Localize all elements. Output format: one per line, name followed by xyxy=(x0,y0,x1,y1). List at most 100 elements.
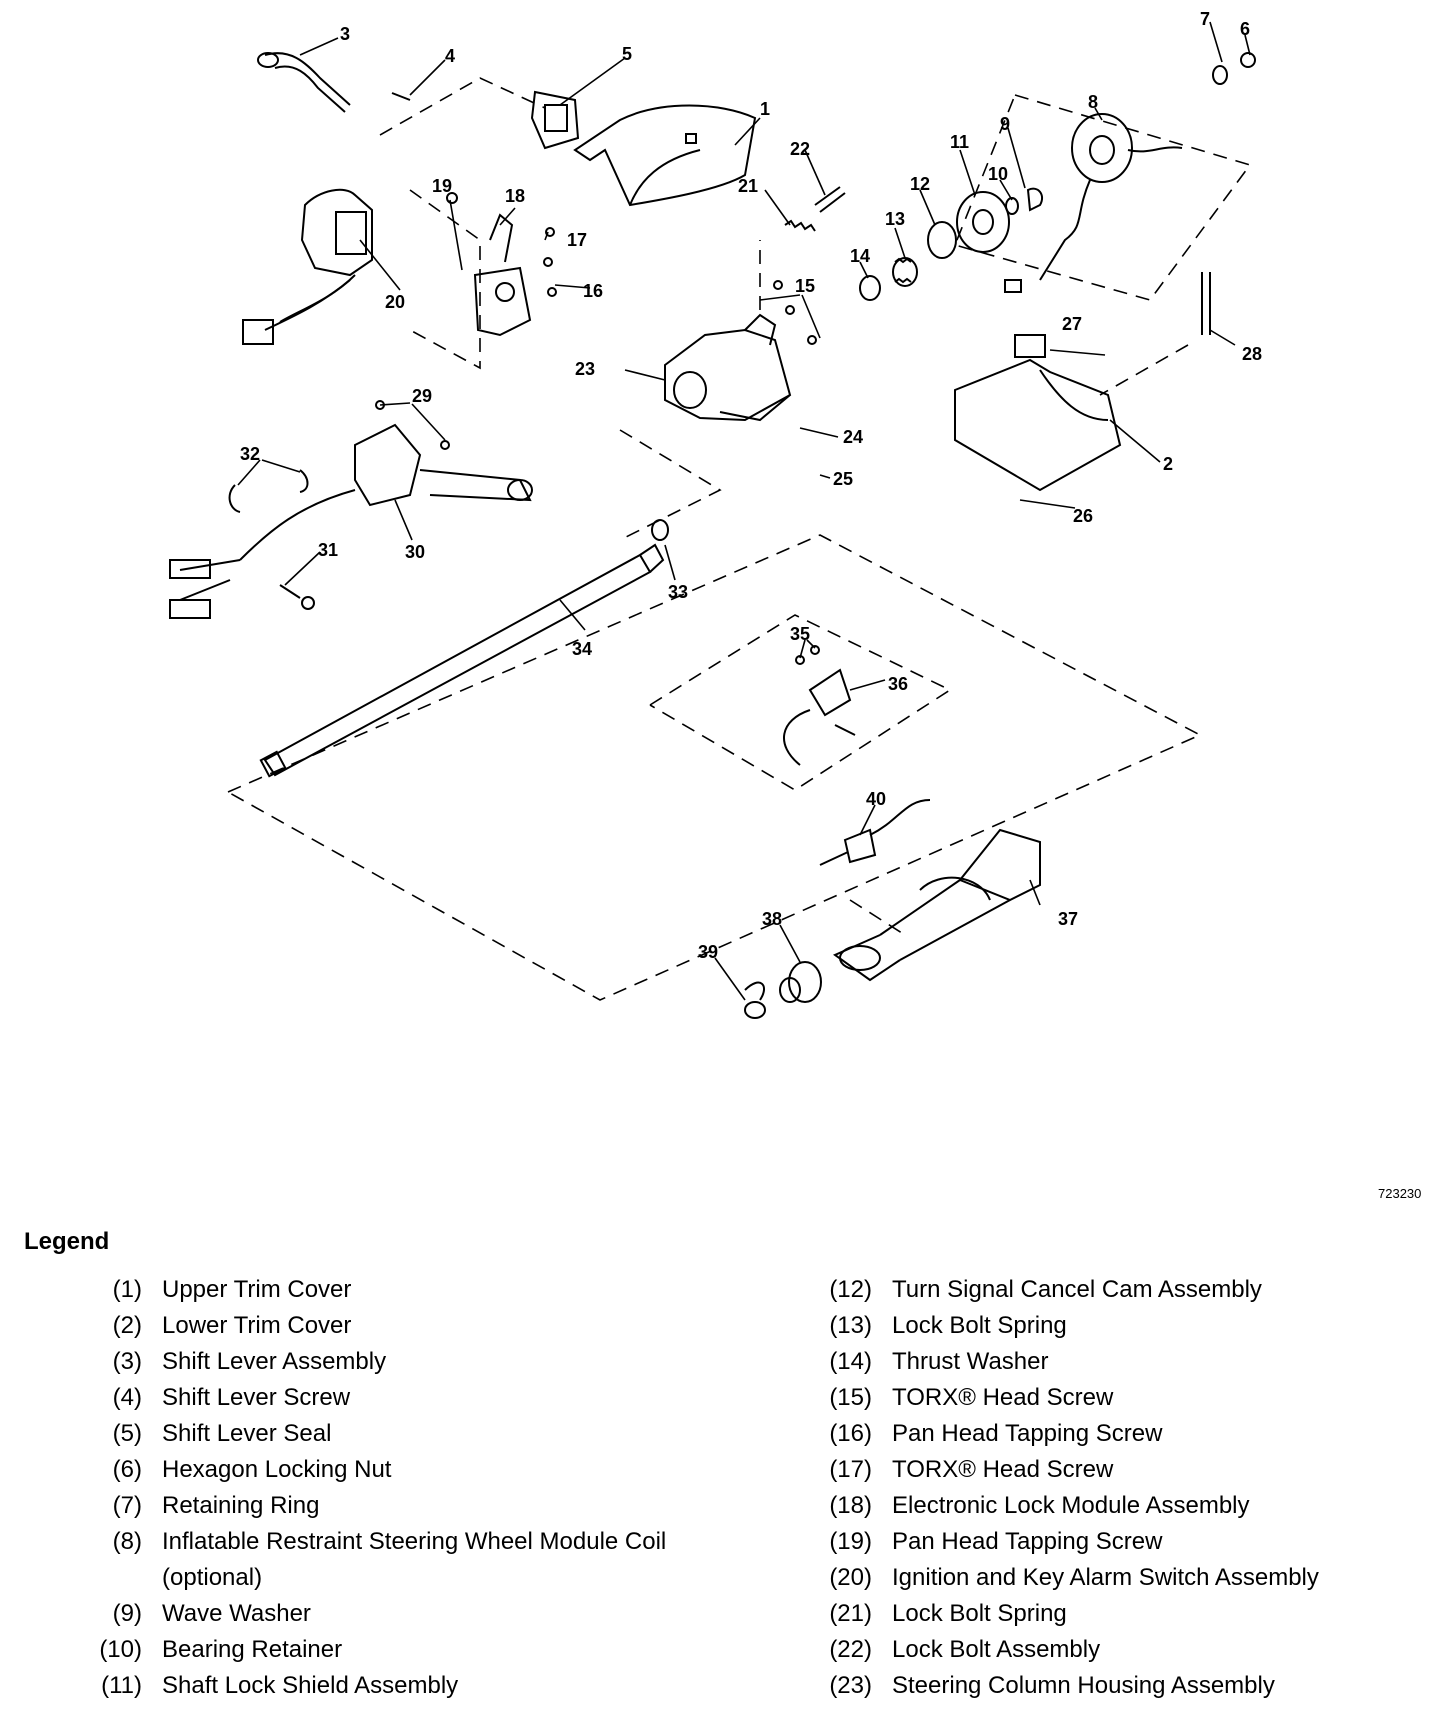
legend-item: (20) Ignition and Key Alarm Switch Assemb… xyxy=(790,1560,1450,1596)
callout-22: 22 xyxy=(790,139,810,159)
callout-32: 32 xyxy=(240,444,260,464)
legend-item-number: (14) xyxy=(829,1348,872,1375)
callout-6: 6 xyxy=(1240,19,1250,39)
legend-item-text: Pan Head Tapping Screw xyxy=(892,1420,1163,1447)
legend-item: (8) Inflatable Restraint Steering Wheel M… xyxy=(60,1524,700,1596)
callout-9: 9 xyxy=(1000,114,1010,134)
legend-item-text: Steering Column Housing Assembly xyxy=(892,1672,1275,1699)
legend-item-number: (7) xyxy=(112,1492,142,1519)
callout-25: 25 xyxy=(833,469,853,489)
legend-item: (13) Lock Bolt Spring xyxy=(790,1308,1450,1344)
legend-item-number: (9) xyxy=(112,1600,142,1627)
shift-lever-assembly xyxy=(257,52,411,113)
callout-34: 34 xyxy=(572,639,592,659)
callout-16: 16 xyxy=(583,281,603,301)
figure-code: 723230 xyxy=(1378,1186,1422,1201)
callout-26: 26 xyxy=(1073,506,1093,526)
legend-item-text: Inflatable Restraint Steering Wheel Modu… xyxy=(162,1528,667,1591)
legend-item-text: TORX® Head Screw xyxy=(892,1384,1114,1411)
exploded-view-diagram: 1 2 3 4 5 6 7 8 9 10 11 12 13 14 15 16 1… xyxy=(169,9,1262,1019)
callout-4: 4 xyxy=(445,46,455,66)
legend-item-number: (19) xyxy=(829,1528,872,1555)
legend-item-number: (16) xyxy=(829,1420,872,1447)
callout-30: 30 xyxy=(405,542,425,562)
callout-24: 24 xyxy=(843,427,863,447)
callout-29: 29 xyxy=(412,386,432,406)
legend-item-number: (4) xyxy=(112,1384,142,1411)
legend-item-text: Ignition and Key Alarm Switch Assembly xyxy=(892,1564,1319,1591)
legend-right-column: (12) Turn Signal Cancel Cam Assembly (13)… xyxy=(790,1272,1450,1704)
assembly-dashed-lines xyxy=(227,77,1252,1001)
legend-item-text: Shift Lever Screw xyxy=(162,1384,351,1411)
ignition-key-alarm-switch xyxy=(242,188,373,345)
callout-5: 5 xyxy=(622,44,632,64)
callout-35: 35 xyxy=(790,624,810,644)
legend-item-number: (2) xyxy=(112,1312,142,1339)
legend-item-text: Bearing Retainer xyxy=(162,1636,343,1663)
legend-item-number: (6) xyxy=(112,1456,142,1483)
legend-item: (6)Hexagon Locking Nut xyxy=(60,1452,700,1488)
callout-36: 36 xyxy=(888,674,908,694)
legend-item-text: Turn Signal Cancel Cam Assembly xyxy=(892,1276,1262,1303)
callout-33: 33 xyxy=(668,582,688,602)
legend-item-text: Shift Lever Seal xyxy=(162,1420,332,1447)
callout-17: 17 xyxy=(567,230,587,250)
legend-item: (1) Upper Trim Cover xyxy=(60,1272,700,1308)
callout-31: 31 xyxy=(318,540,338,560)
callout-10: 10 xyxy=(988,164,1008,184)
callout-37: 37 xyxy=(1058,909,1078,929)
legend-item: (22)Lock Bolt Assembly xyxy=(790,1632,1450,1668)
legend-item: (12) Turn Signal Cancel Cam Assembly xyxy=(790,1272,1450,1308)
legend-item: (9)Wave Washer xyxy=(60,1596,700,1632)
callout-leaders xyxy=(237,21,1251,1001)
legend-item-text: Retaining Ring xyxy=(162,1492,320,1519)
callout-18: 18 xyxy=(505,186,525,206)
legend-item-text: Upper Trim Cover xyxy=(162,1276,352,1303)
legend-item-number: (3) xyxy=(112,1348,142,1375)
callout-14: 14 xyxy=(850,246,870,266)
legend-item-text: Lock Bolt Spring xyxy=(892,1600,1067,1627)
callout-7: 7 xyxy=(1200,9,1210,29)
legend-item-text: Lock Bolt Assembly xyxy=(892,1636,1101,1663)
legend-item: (3) Shift Lever Assembly xyxy=(60,1344,700,1380)
upper-trim-cover xyxy=(573,104,757,207)
legend-item: (18) Electronic Lock Module Assembly xyxy=(790,1488,1450,1524)
callout-19: 19 xyxy=(432,176,452,196)
legend-item: (11)Shaft Lock Shield Assembly xyxy=(60,1668,700,1704)
callout-27: 27 xyxy=(1062,314,1082,334)
legend-item-text: Thrust Washer xyxy=(892,1348,1049,1375)
legend-item-number: (1) xyxy=(112,1276,142,1303)
legend-item-text: Shift Lever Assembly xyxy=(162,1348,387,1375)
legend-item: (2) Lower Trim Cover xyxy=(60,1308,700,1344)
callout-39: 39 xyxy=(698,942,718,962)
callout-numbers: 1 2 3 4 5 6 7 8 9 10 11 12 13 14 15 16 1… xyxy=(240,9,1262,962)
legend-item-text: Electronic Lock Module Assembly xyxy=(892,1492,1250,1519)
legend-item: (14) Thrust Washer xyxy=(790,1344,1450,1380)
legend-item: (5)Shift Lever Seal xyxy=(60,1416,700,1452)
callout-12: 12 xyxy=(910,174,930,194)
callout-23: 23 xyxy=(575,359,595,379)
legend-item: (19)Pan Head Tapping Screw xyxy=(790,1524,1450,1560)
legend-item-number: (8) xyxy=(112,1528,142,1555)
legend-item: (7) Retaining Ring xyxy=(60,1488,700,1524)
legend-item: (21)Lock Bolt Spring xyxy=(790,1596,1450,1632)
callout-20: 20 xyxy=(385,292,405,312)
legend-item-number: (20) xyxy=(829,1564,872,1591)
callout-2: 2 xyxy=(1163,454,1173,474)
legend-item-number: (13) xyxy=(829,1312,872,1339)
switch-forty xyxy=(819,799,931,866)
legend-item-number: (10) xyxy=(99,1636,142,1663)
legend-item: (10) Bearing Retainer xyxy=(60,1632,700,1668)
callout-21: 21 xyxy=(738,176,758,196)
legend-item-number: (18) xyxy=(829,1492,872,1519)
legend-item-text: Lower Trim Cover xyxy=(162,1312,352,1339)
legend-item-number: (12) xyxy=(829,1276,872,1303)
callout-3: 3 xyxy=(340,24,350,44)
legend-item-number: (15) xyxy=(829,1384,872,1411)
legend-item-text: Lock Bolt Spring xyxy=(892,1312,1067,1339)
legend-item-text: TORX® Head Screw xyxy=(892,1456,1114,1483)
legend-left-column: (1)Upper Trim Cover (2)Lower Trim Cover … xyxy=(60,1272,700,1704)
callout-8: 8 xyxy=(1088,92,1098,112)
lock-bolt-assembly xyxy=(784,186,846,232)
legend-item-number: (23) xyxy=(829,1672,872,1699)
